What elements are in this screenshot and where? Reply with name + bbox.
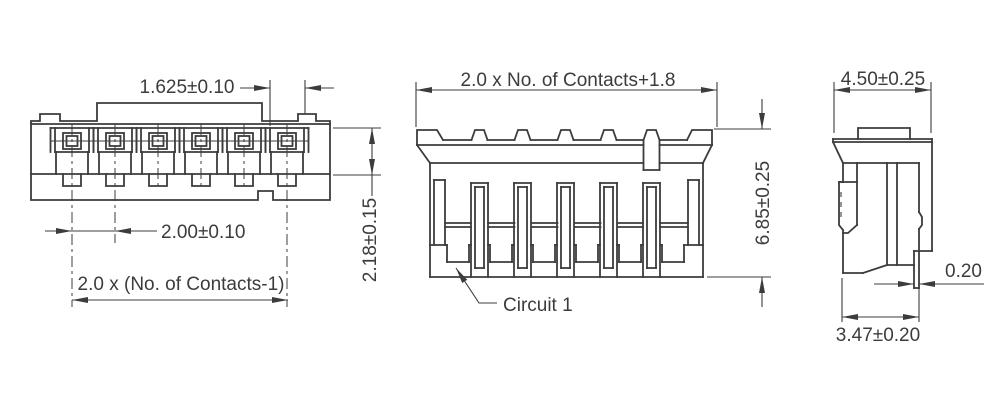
dim-label-pitch: 2.00±0.10	[161, 222, 245, 243]
front-view-geometry	[415, 129, 714, 278]
top-view-dimension-lines	[45, 80, 381, 303]
dim-label-base-depth: 3.47±0.20	[836, 325, 920, 346]
top-view-geometry	[30, 102, 331, 307]
dim-label-lead-thickness: 0.20	[945, 261, 982, 282]
dim-label-tab-offset: 1.625±0.10	[140, 77, 235, 98]
dim-label-depth: 4.50±0.25	[841, 69, 925, 90]
circuit-1-callout: Circuit 1	[503, 295, 573, 316]
side-view-dimension-lines	[833, 82, 984, 322]
top-view: 1.625±0.10 2.00±0.10 2.0 x (No. of Conta…	[30, 77, 381, 307]
front-view: 2.0 x No. of Contacts+1.8 6.85±0.25 Circ…	[415, 70, 774, 316]
side-view-geometry	[832, 127, 933, 289]
front-view-dimension-lines	[415, 82, 771, 307]
side-view: 4.50±0.25 0.20 3.47±0.20	[832, 69, 984, 346]
dim-label-front-width: 2.0 x No. of Contacts+1.8	[461, 70, 676, 91]
dim-label-top-height: 2.18±0.15	[360, 198, 381, 282]
dim-label-span: 2.0 x (No. of Contacts-1)	[78, 274, 285, 295]
dim-label-front-height: 6.85±0.25	[753, 161, 774, 245]
